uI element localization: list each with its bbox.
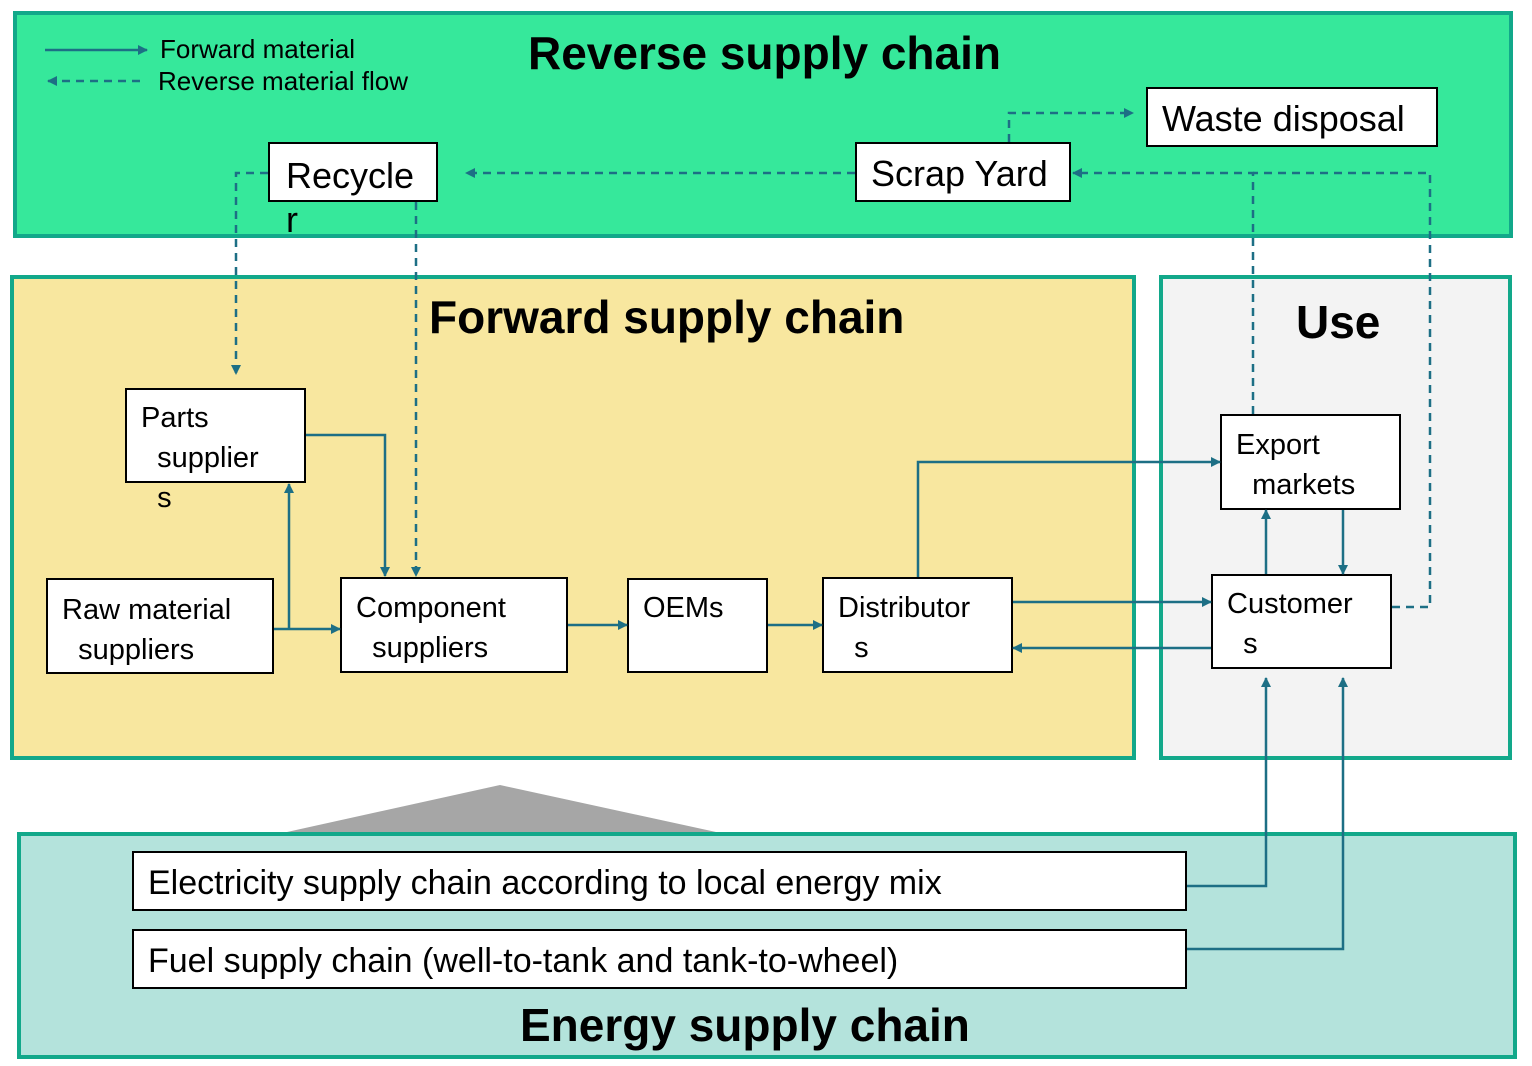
waste-disposal-label: Waste disposal <box>1162 98 1405 139</box>
scrap-yard-box: Scrap Yard <box>855 142 1071 202</box>
oems-box: OEMs <box>627 578 768 673</box>
export-markets-box: Export markets <box>1220 414 1401 510</box>
electricity-supply-label: Electricity supply chain according to lo… <box>148 864 942 902</box>
energy-supply-chain-title: Energy supply chain <box>520 999 970 1051</box>
customers-label: Customer s <box>1227 588 1353 660</box>
energy-connector-triangle <box>287 785 716 832</box>
export-markets-label: Export markets <box>1236 429 1356 501</box>
raw-material-suppliers-box: Raw material suppliers <box>46 578 274 674</box>
recycler-box: Recycle r <box>268 142 438 240</box>
component-suppliers-label: Component suppliers <box>356 592 506 664</box>
recycler-label: Recycle r <box>286 155 415 240</box>
legend-forward-label: Forward material <box>160 34 356 64</box>
waste-disposal-box: Waste disposal <box>1146 87 1438 147</box>
fuel-supply-label: Fuel supply chain (well-to-tank and tank… <box>148 942 899 980</box>
use-title: Use <box>1296 296 1381 348</box>
customers-box: Customer s <box>1211 574 1392 669</box>
distributors-box: Distributor s <box>822 577 1013 673</box>
raw-material-suppliers-label: Raw material suppliers <box>62 594 232 666</box>
electricity-supply-box: Electricity supply chain according to lo… <box>132 851 1187 911</box>
parts-suppliers-box: Parts supplier s <box>125 388 306 514</box>
oems-label: OEMs <box>643 592 724 624</box>
scrap-yard-label: Scrap Yard <box>871 153 1048 194</box>
distributors-label: Distributor s <box>838 592 971 664</box>
forward-supply-chain-title: Forward supply chain <box>429 291 905 343</box>
reverse-supply-chain-title: Reverse supply chain <box>528 27 1001 79</box>
parts-suppliers-label: Parts supplier s <box>141 402 259 514</box>
component-suppliers-box: Component suppliers <box>340 577 568 673</box>
legend-reverse-label: Reverse material flow <box>158 66 408 96</box>
fuel-supply-box: Fuel supply chain (well-to-tank and tank… <box>132 929 1187 989</box>
